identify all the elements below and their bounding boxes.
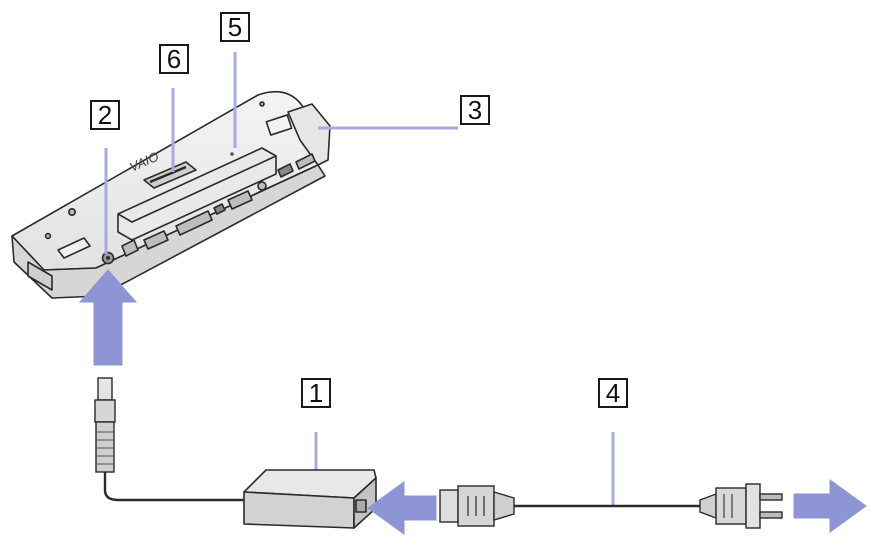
callout-5: 5 bbox=[220, 12, 250, 42]
replicator-right-end bbox=[287, 103, 331, 166]
vga-port bbox=[227, 190, 253, 210]
callout-1: 1 bbox=[301, 378, 331, 408]
dc-cable bbox=[103, 472, 244, 502]
callout-2: 2 bbox=[90, 100, 120, 130]
release-lever bbox=[57, 237, 91, 259]
rear-ports bbox=[101, 153, 316, 265]
ac-adapter bbox=[243, 469, 377, 529]
power-cord-connector bbox=[439, 485, 515, 527]
ps2-port bbox=[121, 239, 139, 257]
leader-lines bbox=[104, 52, 615, 506]
docking-platform bbox=[117, 147, 277, 241]
dc-plug bbox=[94, 377, 116, 473]
adapter-front bbox=[243, 491, 355, 529]
network-port bbox=[257, 181, 267, 191]
arrow-up-icon bbox=[78, 269, 138, 366]
arrow-right-icon bbox=[793, 479, 867, 533]
callout-4: 4 bbox=[598, 378, 628, 408]
parallel-port bbox=[175, 210, 213, 236]
callout-6: 6 bbox=[159, 44, 189, 74]
wall-plug bbox=[699, 483, 783, 529]
port-replicator: VAIO bbox=[11, 91, 331, 299]
usb-port bbox=[213, 203, 226, 215]
callout-3: 3 bbox=[460, 95, 490, 125]
serial-port bbox=[143, 230, 169, 250]
arrow-left-icon bbox=[367, 481, 437, 535]
